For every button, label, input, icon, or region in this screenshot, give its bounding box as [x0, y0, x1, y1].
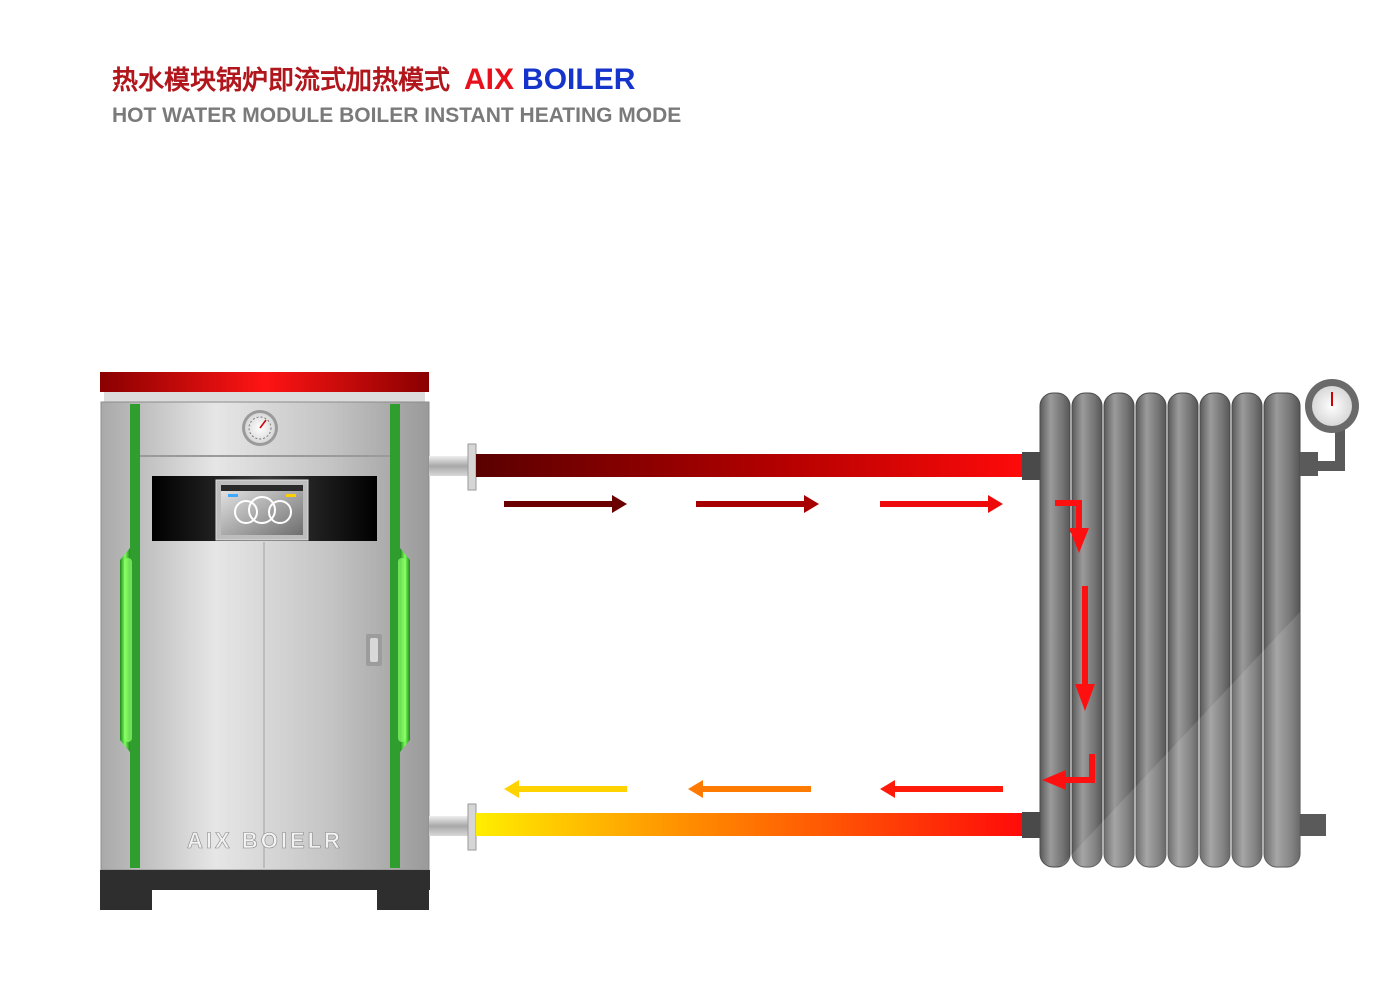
radiator-top-plug: [1300, 452, 1318, 476]
flow-arrow-icon: [1064, 754, 1095, 783]
supply-pipe: [476, 454, 1024, 477]
supply-flow-arrows: [504, 495, 1003, 513]
boiler-inlet-stub: [429, 803, 477, 851]
flow-arrow-icon: [504, 780, 627, 798]
radiator-columns: [1039, 392, 1301, 868]
pressure-gauge-icon: [242, 410, 278, 446]
boiler-unit: AIX BOIELR: [100, 372, 477, 910]
radiator-flow-arrows: [1042, 500, 1095, 790]
flow-arrow-icon: [504, 495, 627, 513]
radiator-pressure-gauge-icon: [1305, 379, 1359, 433]
flow-arrow-icon: [1082, 586, 1088, 686]
radiator-inlet-connector: [1022, 452, 1042, 480]
brand-boiler: BOILER: [522, 63, 636, 96]
flow-arrow-icon: [1069, 528, 1089, 553]
return-pipe: [476, 813, 1024, 836]
flow-arrow-icon: [1075, 684, 1095, 711]
boiler-front-label: AIX BOIELR: [187, 828, 343, 853]
led-strip-left: [120, 404, 140, 868]
door-handle-icon[interactable]: [366, 634, 382, 666]
flow-arrow-icon: [688, 780, 811, 798]
boiler-top-cap: [100, 372, 429, 392]
radiator-bottom-plug: [1300, 814, 1326, 836]
flow-arrow-icon: [880, 495, 1003, 513]
radiator-outlet-connector: [1022, 812, 1042, 838]
led-strip-right: [390, 404, 410, 868]
boiler-base: [100, 870, 430, 890]
flow-arrow-icon: [1055, 500, 1082, 530]
brand-aix: AIX: [464, 63, 515, 96]
gauge-pipe: [1318, 424, 1345, 471]
boiler-foot-right: [377, 890, 429, 910]
flow-arrow-icon: [880, 780, 1003, 798]
return-flow-arrows: [504, 780, 1003, 798]
radiator-shine: [1060, 612, 1300, 867]
flow-arrow-icon: [1042, 770, 1066, 790]
title-cn-text: 热水模块锅炉即流式加热模式: [112, 66, 451, 96]
radiator: [1022, 379, 1359, 868]
flow-arrow-icon: [696, 495, 819, 513]
boiler-foot-left: [100, 890, 152, 910]
touch-screen-icon[interactable]: [215, 479, 309, 541]
title-english: HOT WATER MODULE BOILER INSTANT HEATING …: [112, 104, 682, 127]
boiler-outlet-stub: [429, 443, 477, 491]
boiler-top-trim: [104, 392, 425, 402]
